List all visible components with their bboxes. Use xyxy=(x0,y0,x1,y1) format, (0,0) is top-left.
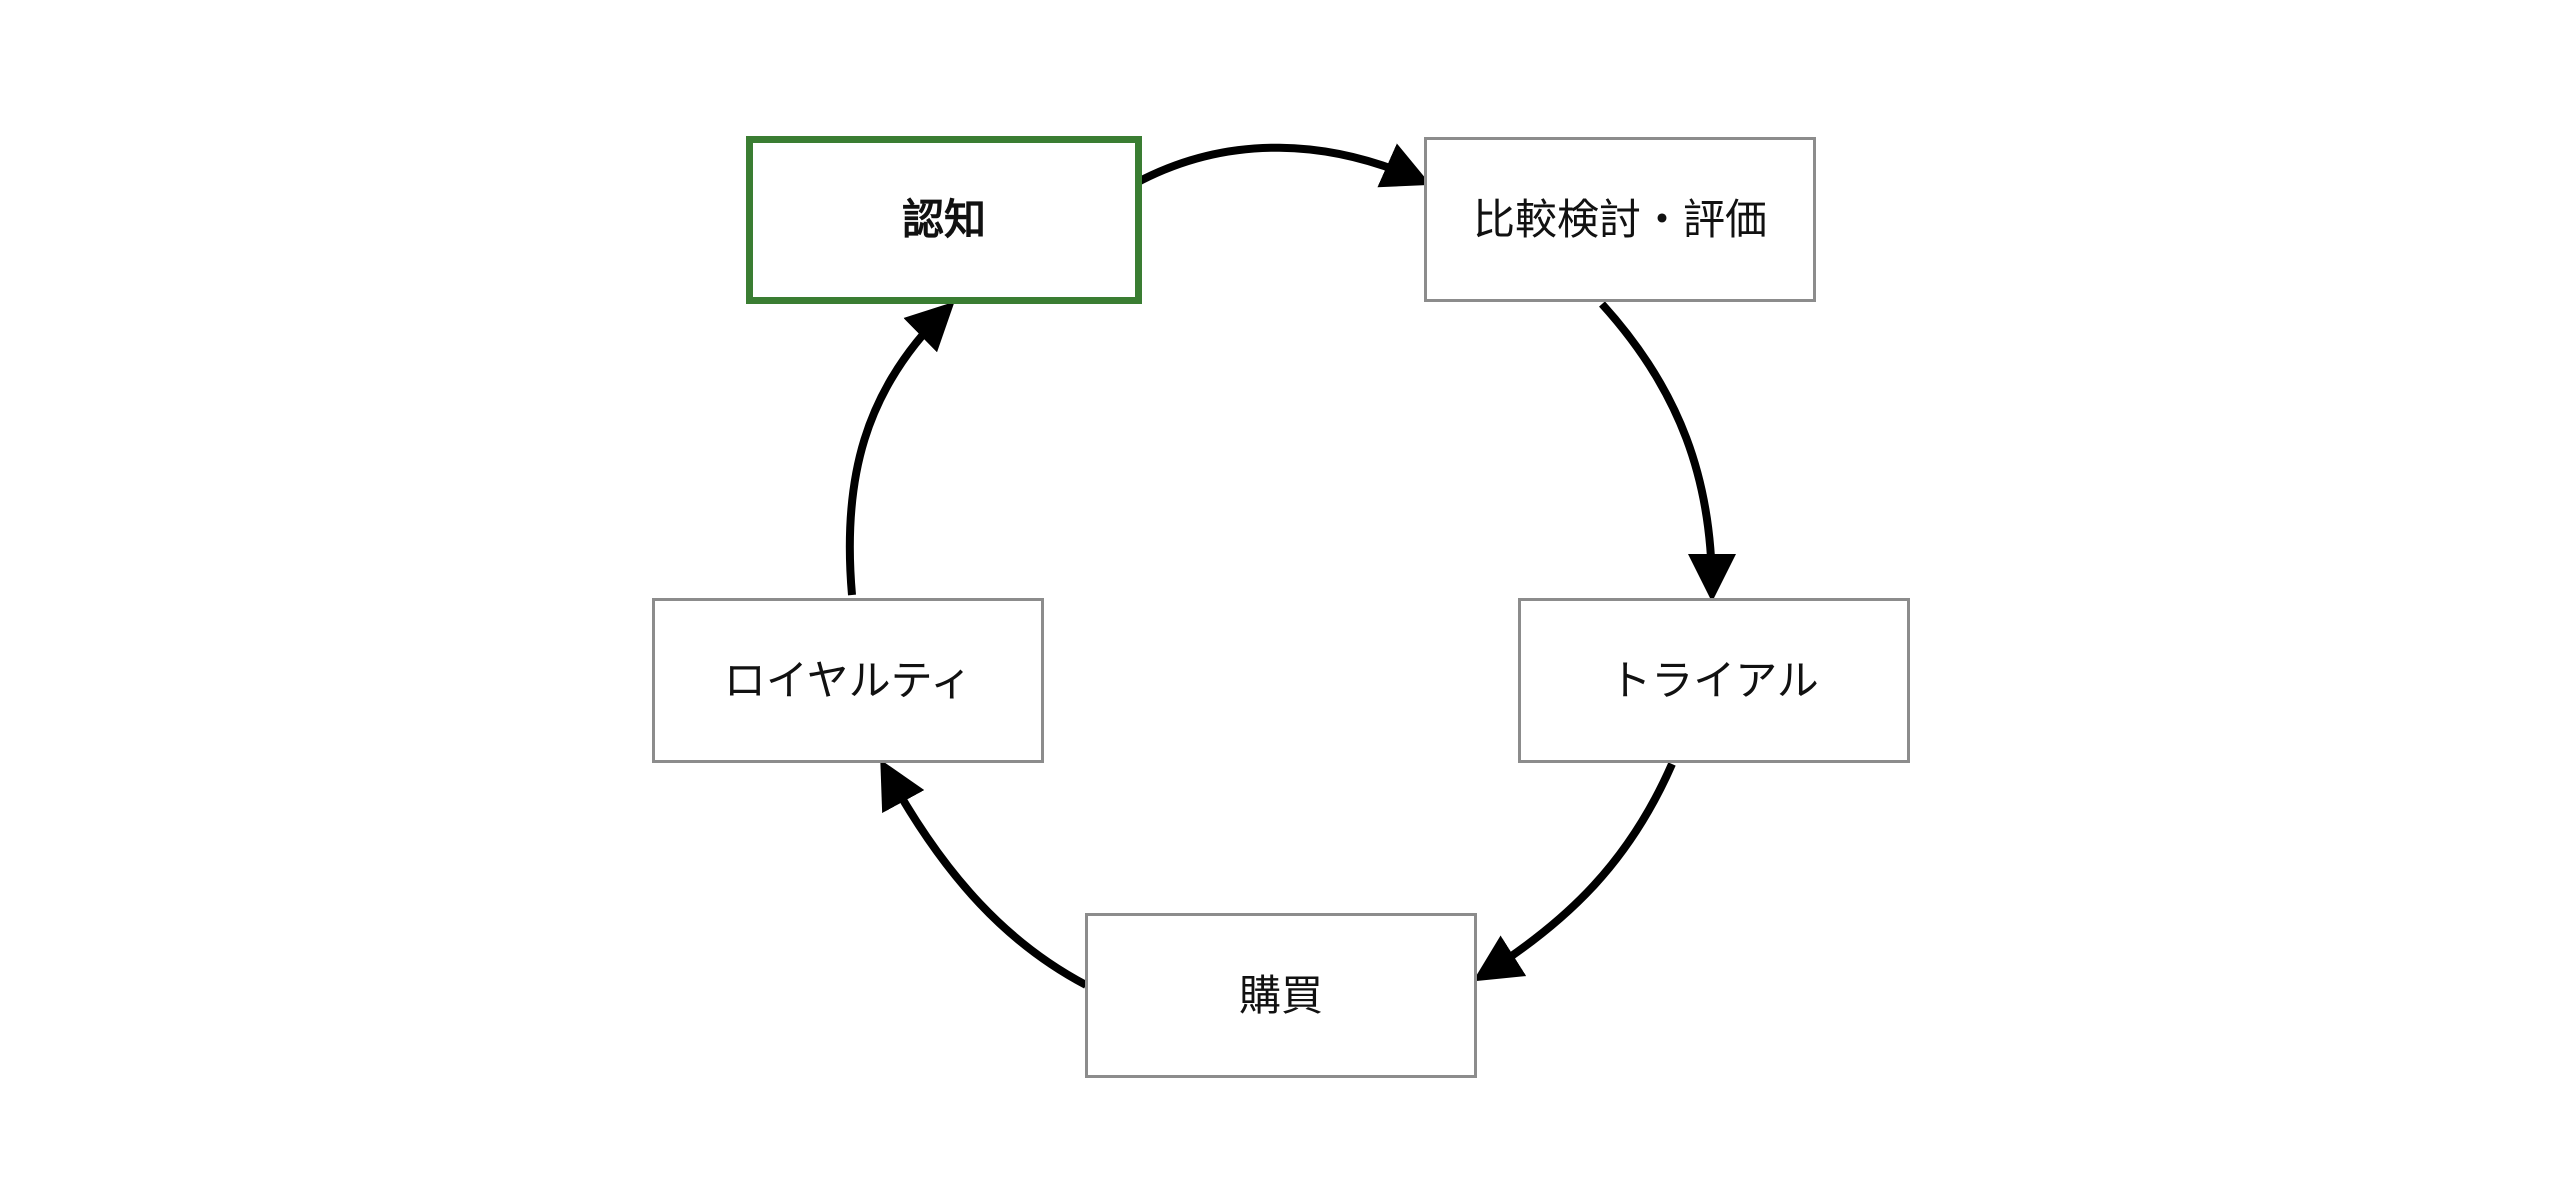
node-awareness-label: 認知 xyxy=(901,195,986,244)
edge-loyalty-to-awareness xyxy=(845,301,955,596)
edge-compare-to-trial xyxy=(1599,301,1736,602)
edge-purchase-to-loyalty xyxy=(880,759,1088,989)
node-purchase: 購買 xyxy=(1085,913,1477,1078)
node-purchase-label: 購買 xyxy=(1238,970,1323,1020)
node-awareness: 認知 xyxy=(746,136,1142,304)
node-trial: トライアル xyxy=(1518,598,1910,763)
node-loyalty-label: ロイヤルティ xyxy=(723,655,973,705)
edge-trial-to-purchase xyxy=(1472,762,1676,982)
node-compare-evaluate-label: 比較検討・評価 xyxy=(1472,194,1767,244)
node-loyalty: ロイヤルティ xyxy=(652,598,1044,763)
node-compare-evaluate: 比較検討・評価 xyxy=(1424,137,1816,302)
edge-awareness-to-compare xyxy=(1134,143,1431,188)
node-trial-label: トライアル xyxy=(1609,655,1819,705)
